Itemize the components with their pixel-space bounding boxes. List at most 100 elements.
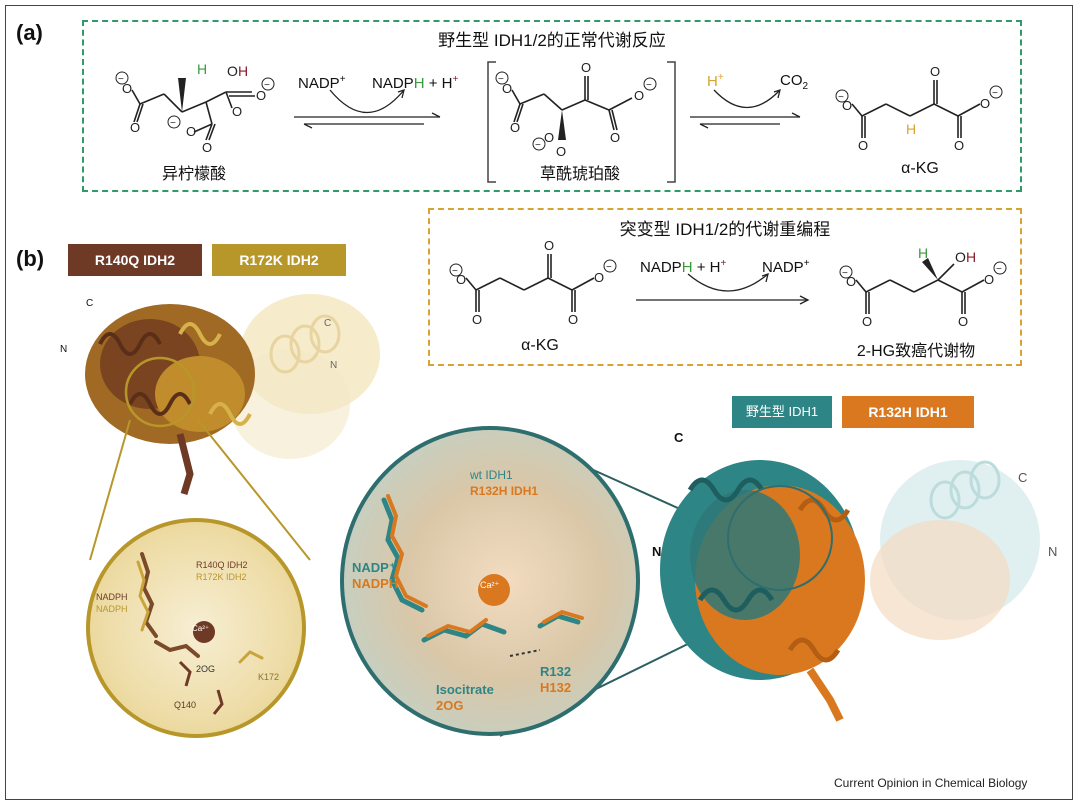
svg-text:O: O xyxy=(202,140,212,155)
2hg-name: 2-HG致癌代谢物 xyxy=(856,343,976,360)
svg-text:−: − xyxy=(606,262,612,273)
svg-text:H: H xyxy=(918,245,928,261)
idh1-zoom-wt: wt IDH1 xyxy=(470,468,513,482)
idh2-zoom-nadph1: NADPH xyxy=(96,592,128,602)
svg-text:O: O xyxy=(984,272,994,287)
mutant-reaction-arrow xyxy=(636,273,810,305)
equilibrium-arrow-1 xyxy=(294,89,441,129)
idh2-c-terminus: C xyxy=(86,298,94,309)
svg-text:−: − xyxy=(646,80,652,91)
svg-text:O: O xyxy=(227,63,238,79)
svg-text:−: − xyxy=(170,118,176,129)
legend-r140q-idh2: R140Q IDH2 xyxy=(68,244,202,276)
svg-text:−: − xyxy=(498,74,504,85)
cofactor-nadp-plus: NADP+ xyxy=(298,74,346,92)
svg-text:O: O xyxy=(954,138,964,153)
svg-text:O: O xyxy=(594,270,604,285)
isocitrate-structure xyxy=(131,89,255,141)
idh1-zoom-nadph: NADPH xyxy=(352,576,399,591)
idh1-protein-structure xyxy=(660,460,1040,722)
idh1-c-terminus: C xyxy=(674,430,684,445)
idh2-zoom-q140: Q140 xyxy=(174,700,197,710)
idh1-c-terminus-right: C xyxy=(1018,470,1028,485)
idh1-zoom-ion: Ca²⁺ xyxy=(480,580,500,590)
panel-a-title: 野生型 IDH1/2的正常代谢反应 xyxy=(438,31,666,50)
svg-text:O: O xyxy=(456,272,466,287)
svg-text:−: − xyxy=(264,80,270,91)
idh2-zoom-mut1: R140Q IDH2 xyxy=(196,560,248,570)
svg-text:−: − xyxy=(452,266,458,277)
svg-text:−: − xyxy=(996,264,1002,275)
svg-text:O: O xyxy=(862,314,872,329)
svg-text:O: O xyxy=(502,81,512,96)
idh2-c-terminus-right: C xyxy=(324,318,332,329)
panel-a-box xyxy=(82,20,1022,192)
svg-text:−: − xyxy=(118,74,124,85)
legend-r172k-idh2: R172K IDH2 xyxy=(212,244,346,276)
svg-text:O: O xyxy=(610,130,620,145)
svg-text:O: O xyxy=(556,144,566,159)
idh2-zoom-k172: K172 xyxy=(258,672,280,682)
2hg-structure xyxy=(855,263,985,314)
idh1-n-terminus-right: N xyxy=(1048,544,1058,559)
mutant-reaction-title: 突变型 IDH1/2的代谢重编程 xyxy=(619,220,831,239)
svg-text:O: O xyxy=(634,88,644,103)
isocitrate-name: 异柠檬酸 xyxy=(161,166,226,183)
legend-r132h-idh1: R132H IDH1 xyxy=(842,396,974,428)
step2-co2: CO2 xyxy=(780,72,809,92)
intermediate-brackets xyxy=(487,61,676,183)
svg-text:O: O xyxy=(846,274,856,289)
idh1-n-terminus: N xyxy=(652,544,662,559)
idh1-zoom-mut: R132H IDH1 xyxy=(470,484,539,498)
svg-text:H: H xyxy=(238,63,248,79)
oxalosuccinate-name: 草酰琥珀酸 xyxy=(539,166,620,183)
legend-wt-idh1: 野生型 IDH1 xyxy=(732,396,832,428)
mutant-reaction-box xyxy=(428,208,1022,366)
akg-structure xyxy=(851,80,981,138)
svg-text:−: − xyxy=(992,88,998,99)
panel-a-reaction-scheme: − O O H O H O O − O O − − O O xyxy=(115,60,1003,183)
svg-text:H: H xyxy=(197,61,207,77)
journal-credit: Current Opinion in Chemical Biology xyxy=(834,776,1028,790)
figure-frame xyxy=(5,5,1073,800)
svg-text:O: O xyxy=(980,96,990,111)
idh2-protein-structure xyxy=(85,294,380,496)
svg-text:O: O xyxy=(958,314,968,329)
svg-text:−: − xyxy=(838,92,844,103)
idh2-zoom-connector xyxy=(89,419,311,561)
idh2-active-site xyxy=(136,552,264,715)
idh2-n-terminus-right: N xyxy=(330,360,338,371)
idh1-zoom-r132: R132 xyxy=(540,664,572,679)
svg-text:O: O xyxy=(122,81,132,96)
svg-text:O: O xyxy=(544,238,554,253)
equilibrium-arrow-2 xyxy=(690,89,801,129)
mutant-akg-structure xyxy=(465,254,595,312)
idh1-zoom-circle xyxy=(340,426,640,736)
idh1-zoom-isocitrate: Isocitrate xyxy=(436,682,494,697)
mutant-reaction-scheme: − O O O O O − − O O H O H O O − xyxy=(449,238,1007,329)
cofactor-nadph-plus-h: NADPH + H+ xyxy=(372,74,459,92)
idh2-zoom-nadph2: NADPH xyxy=(96,604,128,614)
svg-text:O: O xyxy=(510,120,520,135)
svg-text:O: O xyxy=(858,138,868,153)
step2-proton: H+ xyxy=(707,72,724,90)
svg-text:O: O xyxy=(581,60,591,75)
oxalosuccinate-structure xyxy=(511,76,633,131)
panel-a-label: (a) xyxy=(16,20,43,45)
mutant-akg-name: α-KG xyxy=(521,337,559,354)
svg-text:O: O xyxy=(930,64,940,79)
svg-text:O: O xyxy=(955,249,966,265)
idh2-zoom-circle xyxy=(86,518,306,738)
idh1-zoom-nadp: NADP⁺ xyxy=(352,560,396,575)
idh2-zoom-ion: Ca²⁺ xyxy=(192,624,210,633)
svg-text:−: − xyxy=(535,140,541,151)
svg-text:O: O xyxy=(130,120,140,135)
svg-text:H: H xyxy=(966,249,976,265)
idh2-n-terminus: N xyxy=(60,344,68,355)
idh1-active-site xyxy=(381,494,584,657)
panel-b-label: (b) xyxy=(16,246,45,271)
svg-text:O: O xyxy=(472,312,482,327)
svg-text:O: O xyxy=(544,130,554,145)
idh2-zoom-2og: 2OG xyxy=(196,664,216,674)
idh2-zoom-mut2: R172K IDH2 xyxy=(196,572,247,582)
